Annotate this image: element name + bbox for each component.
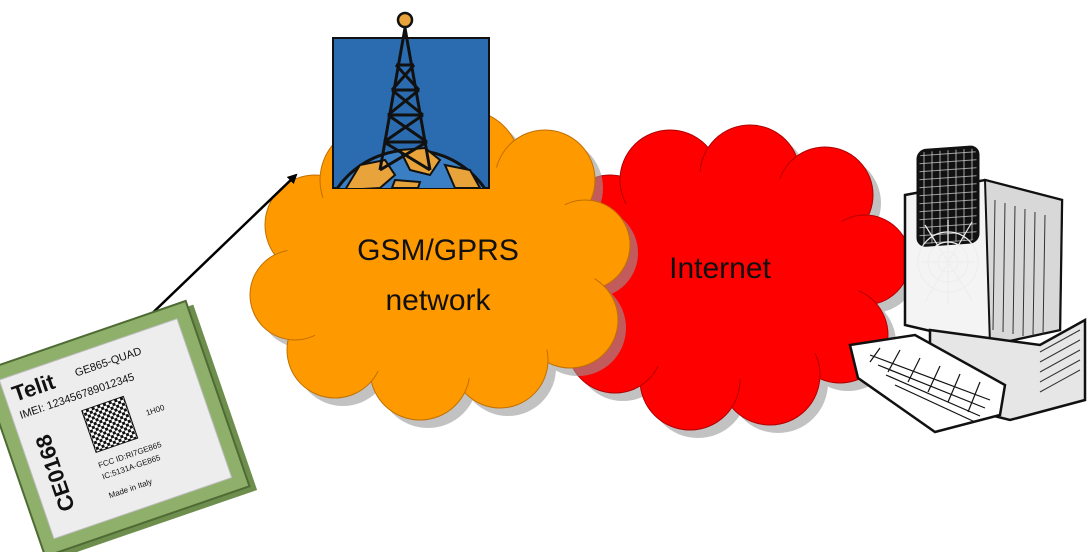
radio-tower-globe-icon xyxy=(332,11,490,189)
telit-gsm-module: Telit GE865-QUAD IMEI: 123456789012345 1… xyxy=(0,299,258,552)
gsm-label-line2: network xyxy=(385,284,491,317)
datamatrix-code xyxy=(81,395,139,453)
internet-label: Internet xyxy=(669,252,771,285)
computer-terminal-icon xyxy=(848,145,1087,434)
gsm-label-line1: GSM/GPRS xyxy=(357,234,519,267)
double-headed-arrow xyxy=(130,173,298,335)
